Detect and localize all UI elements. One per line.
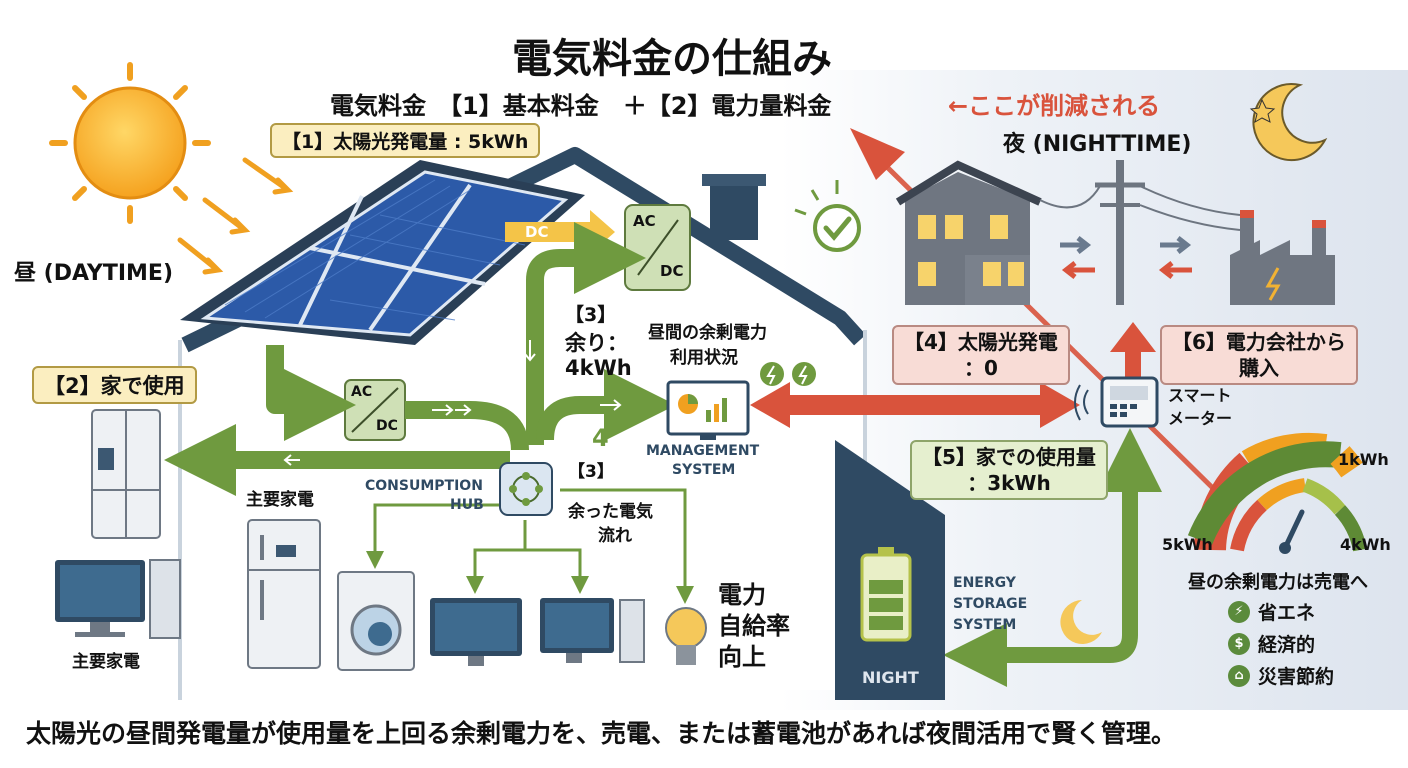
inverter-mid-dc: DC: [376, 418, 398, 434]
solar-panels: [180, 160, 585, 345]
small-white-arrows: [283, 340, 622, 466]
red-exchange-arrow: [750, 382, 1080, 428]
box5-line2: ：3kWh: [967, 471, 1051, 495]
box5-line1: 【5】家での使用量: [922, 445, 1096, 469]
box6-line2: 購入: [1238, 356, 1279, 380]
daytime-label: 昼 (DAYTIME): [14, 261, 173, 286]
lightning-icon: ⚡: [1228, 600, 1250, 623]
management-line2: SYSTEM: [672, 462, 736, 478]
gauge-label-4kwh: 4kWh: [1340, 535, 1391, 554]
legend-label: 経済的: [1258, 634, 1316, 656]
grid-purchase-box: 【6】電力会社から 購入: [1160, 325, 1358, 385]
flow3-line3: 流れ: [598, 526, 632, 546]
box6-line1: 【6】電力会社から: [1172, 330, 1346, 354]
power-plant-icon: [1230, 210, 1335, 305]
reduced-note: ←ここが削減される: [948, 92, 1161, 120]
page-title: 電気料金の仕組み: [512, 36, 832, 82]
surplus-value: 4kWh: [565, 356, 632, 380]
box4-line1: 【4】太陽光発電: [904, 330, 1058, 354]
pc-icon: [540, 598, 645, 663]
fridge-large-icon: [91, 409, 161, 539]
home-usage-night-box: 【5】家での使用量 ：3kWh: [910, 440, 1108, 500]
lightbulb-icon: [665, 607, 707, 665]
consumption-hub-icon: [499, 462, 553, 516]
self-sufficiency-line3: 向上: [718, 643, 766, 671]
self-sufficiency-line1: 電力: [718, 581, 766, 609]
inverter-top-dc: DC: [660, 262, 684, 280]
consumption-hub-line2: HUB: [450, 497, 484, 513]
footer-caption: 太陽光の昼間発電量が使用量を上回る余剰電力を、売電、または蓄電池があれば夜間活用…: [26, 719, 1177, 748]
sun-icon: [49, 62, 211, 224]
dc-arrow: [505, 210, 615, 254]
inverter-mid-ac: AC: [351, 384, 373, 400]
surplus-number: 4: [592, 424, 609, 452]
smart-meter-line1: スマート: [1168, 386, 1232, 405]
night-badge: NIGHT: [862, 668, 919, 687]
energy-storage-line2: STORAGE: [953, 596, 1028, 612]
flow3-line2: 余った電気: [568, 502, 653, 522]
sunlight-arrows: [177, 157, 294, 275]
lightning-icons: [760, 362, 816, 386]
energy-storage-line3: SYSTEM: [953, 617, 1017, 633]
management-monitor: [666, 380, 750, 440]
management-line1: MANAGEMENT: [646, 443, 760, 459]
home-usage-label: 【2】家で使用: [32, 366, 197, 404]
utility-pole: [1039, 160, 1241, 305]
legend-item-energy-saving: ⚡ 省エネ: [1228, 598, 1315, 625]
main-appliances-label: 主要家電: [246, 490, 314, 510]
smart-meter-icon: [1074, 376, 1159, 428]
grid-exchange-arrows: [1060, 236, 1192, 279]
gauge-label-5kwh: 5kWh: [1162, 535, 1213, 554]
washing-machine-icon: [337, 571, 415, 671]
green-flow-arrows: [164, 222, 1162, 687]
main-appliances-label-2: 主要家電: [72, 652, 140, 672]
crescent-icon: [1060, 600, 1102, 644]
check-icon: [794, 180, 861, 252]
energy-storage-unit: [835, 440, 945, 700]
gauge-label-1kwh: 1kWh: [1338, 450, 1389, 469]
surplus-label: 余り：: [565, 331, 628, 355]
desktop-computer-icon: [55, 559, 181, 639]
consumption-hub-line1: CONSUMPTION: [365, 478, 483, 494]
gauge-caption: 昼の余剰電力は売電へ: [1188, 572, 1368, 593]
legend-item-economical: $ 経済的: [1228, 630, 1315, 657]
legend-label: 省エネ: [1258, 602, 1316, 624]
surplus-tag: 【3】: [565, 304, 617, 326]
surplus-status-line1: 昼間の余剰電力: [648, 323, 767, 343]
box4-line2: ：0: [964, 356, 998, 380]
fridge-small-icon: [247, 519, 321, 669]
flow3-tag: 【3】: [568, 462, 614, 482]
inverter-top-ac: AC: [633, 212, 656, 230]
home-icon: ⌂: [1228, 664, 1250, 687]
self-sufficiency-line2: 自給率: [718, 612, 790, 640]
nighttime-label: 夜 (NIGHTTIME): [1003, 132, 1192, 157]
surplus-status-line2: 利用状況: [670, 348, 738, 368]
moon-icon: [1249, 83, 1328, 162]
savings-gauge: [1187, 432, 1367, 554]
dollar-icon: $: [1228, 632, 1250, 655]
red-up-arrow: [1110, 322, 1156, 378]
dc-label: DC: [525, 223, 549, 241]
appliance-flow-arrows: [366, 488, 694, 604]
formula-text: 電気料金 【1】基本料金 ＋【2】電力量料金: [330, 92, 832, 120]
legend-label: 災害節約: [1258, 666, 1335, 688]
energy-storage-line1: ENERGY: [953, 575, 1016, 591]
tv-icon: [430, 598, 522, 666]
legend-item-disaster: ⌂ 災害節約: [1228, 662, 1334, 689]
solar-night-box: 【4】太陽光発電 ：0: [892, 325, 1070, 385]
solar-generation-label: 【1】太陽光発電量 : 5kWh: [270, 123, 541, 158]
smart-meter-line2: メーター: [1168, 409, 1233, 428]
neighbor-house: [895, 160, 1042, 305]
